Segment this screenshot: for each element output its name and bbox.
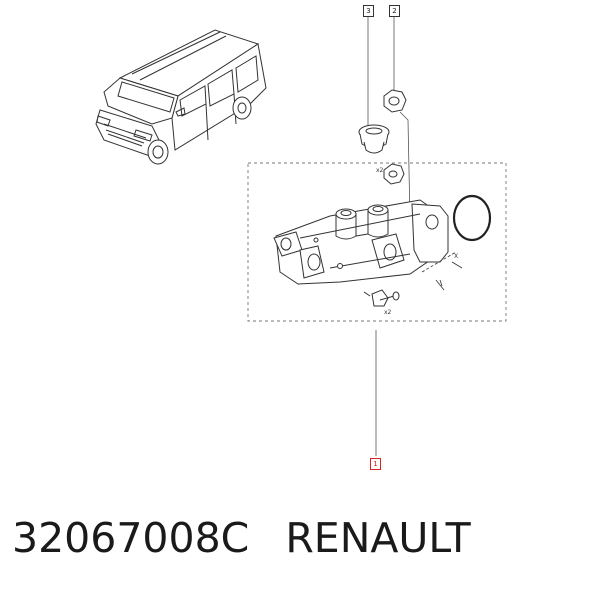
leader-lines [367, 17, 411, 456]
part-caption: 32067008C RENAULT [12, 514, 471, 562]
o-ring [452, 194, 492, 242]
screw-bottom [363, 289, 400, 307]
quantity-label-nut: x2 [376, 167, 384, 174]
callout-part-3[interactable]: 3 [363, 5, 374, 17]
axis-label: X [454, 253, 458, 260]
assembly-box [247, 162, 507, 322]
part-number: 32067008C [12, 514, 250, 562]
grommet-seal [358, 124, 390, 154]
master-cylinder [273, 199, 449, 285]
callout-part-2[interactable]: 2 [389, 5, 400, 17]
nut-top [383, 89, 407, 113]
callout-part-1[interactable]: 1 [370, 458, 381, 470]
quantity-label-screw: x2 [384, 309, 392, 316]
axis-marker [421, 251, 463, 291]
van-illustration [95, 29, 267, 165]
nut-middle [383, 163, 405, 185]
brand-name: RENAULT [285, 514, 471, 562]
